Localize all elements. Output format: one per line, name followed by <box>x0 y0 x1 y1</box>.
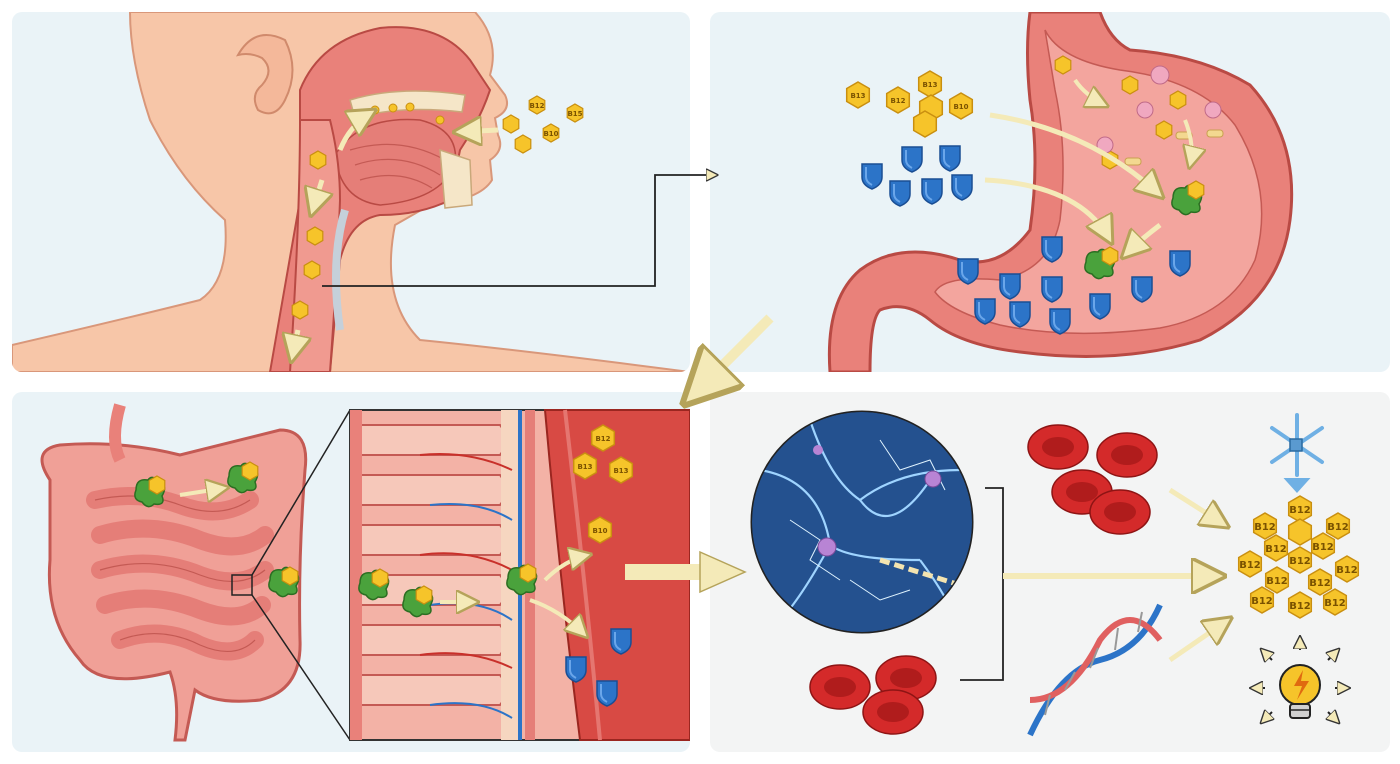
svg-text:B12: B12 <box>1336 565 1358 576</box>
connector-throat-to-stomach <box>322 175 716 287</box>
svg-text:B10: B10 <box>592 527 607 535</box>
svg-text:B13: B13 <box>577 463 592 471</box>
svg-text:B13: B13 <box>850 92 865 100</box>
svg-text:B13: B13 <box>922 81 937 89</box>
svg-text:B12: B12 <box>1312 542 1334 553</box>
stomach-illustration: B13 B12 B13 B10 <box>827 12 1294 372</box>
b12-cluster: B12 B12 B12 B12 B12 B12 B12 B12 B12 B12 … <box>1237 495 1360 619</box>
svg-text:B12: B12 <box>1266 576 1288 587</box>
jaw-bone <box>439 148 473 209</box>
svg-text:B12: B12 <box>1289 505 1311 516</box>
villi-zoom: B12 B13 B13 B10 <box>349 409 690 741</box>
svg-text:B15: B15 <box>567 110 582 118</box>
stomach-contents <box>957 55 1224 335</box>
svg-text:B12: B12 <box>1324 598 1346 609</box>
svg-text:B12: B12 <box>1254 522 1276 533</box>
nerve-circle <box>750 410 974 634</box>
dna-helix <box>1027 603 1163 737</box>
b12-food-incoming: B12 B15 B10 <box>502 95 584 154</box>
connector-nerve <box>960 487 1004 681</box>
svg-text:B12: B12 <box>1309 578 1331 589</box>
ear <box>235 34 294 115</box>
svg-text:B12: B12 <box>890 97 905 105</box>
arrow-stomach-to-intestine <box>690 314 774 398</box>
svg-text:B12: B12 <box>1265 544 1287 555</box>
svg-text:B12: B12 <box>1251 596 1273 607</box>
svg-text:B12: B12 <box>1289 601 1311 612</box>
intestine-illustration: B12 B13 B13 B10 <box>40 403 690 742</box>
svg-text:B13: B13 <box>613 467 628 475</box>
svg-text:B12: B12 <box>1239 560 1261 571</box>
svg-text:B12: B12 <box>1289 556 1311 567</box>
zoom-box <box>231 574 253 596</box>
svg-text:B12: B12 <box>595 435 610 443</box>
svg-text:B10: B10 <box>543 130 558 138</box>
b12-blood: B12 B13 B13 B10 <box>572 424 634 544</box>
b12-free-cluster: B13 B12 B13 B10 <box>845 70 974 138</box>
svg-text:B10: B10 <box>953 103 968 111</box>
svg-text:B12: B12 <box>529 102 544 110</box>
snowflake-icon <box>1270 413 1324 493</box>
lightbulb-icon <box>1252 638 1348 722</box>
svg-text:B12: B12 <box>1327 522 1349 533</box>
